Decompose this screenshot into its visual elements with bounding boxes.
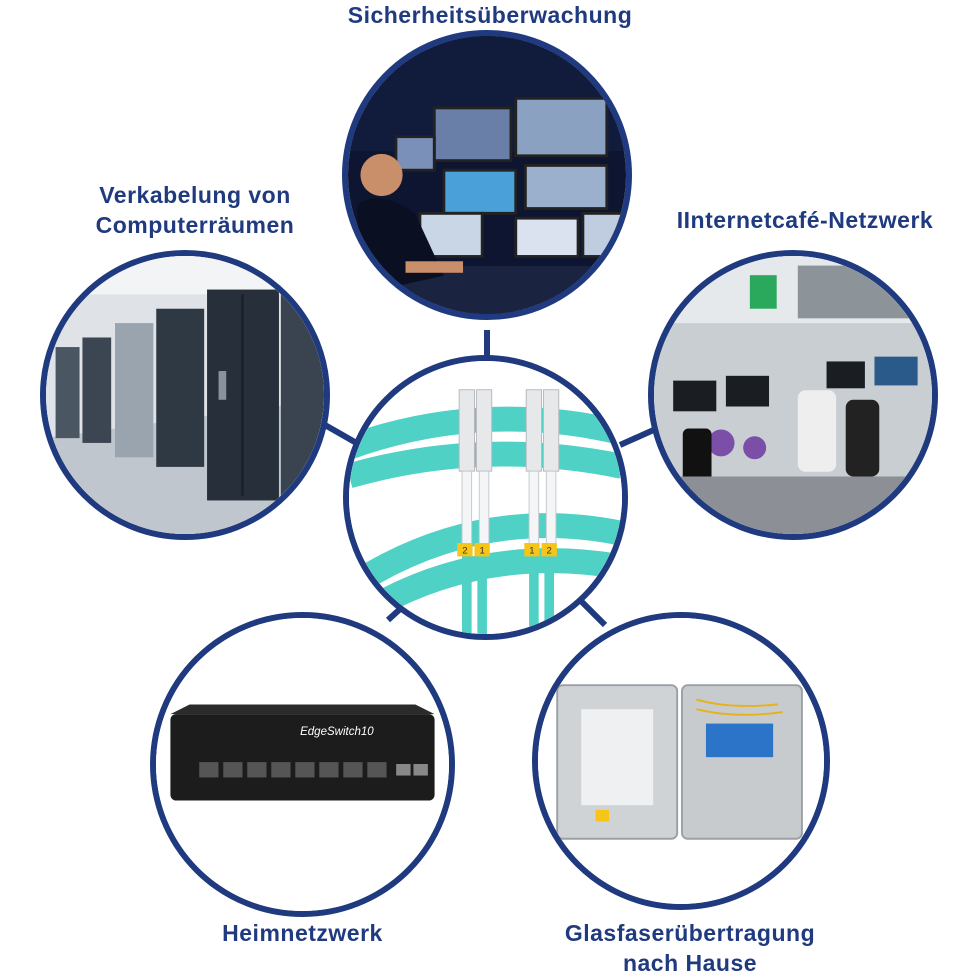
network-switch-image: EdgeSwitch10 (156, 618, 449, 911)
server-rack-image (46, 256, 324, 534)
label-home-network: Heimnetzwerk (222, 920, 383, 946)
label-surveillance: Sicherheitsüberwachung (347, 2, 633, 28)
switch-model-text: EdgeSwitch10 (300, 726, 374, 738)
cable-tag-2-right: 2 (547, 546, 552, 557)
cable-tag-1-right: 1 (529, 546, 534, 557)
gaming-cafe-image (654, 256, 932, 534)
image-fiber-home (532, 612, 830, 910)
image-fiber-cable: 2 1 1 2 (343, 355, 628, 640)
fiber-patch-cable-icon: 2 1 1 2 (349, 361, 622, 634)
image-surveillance (342, 30, 632, 320)
image-server-room (40, 250, 330, 540)
label-server-room: Verkabelung von Computerräumen (95, 182, 295, 238)
label-internet-cafe: IInternetcafé-Netzwerk (676, 207, 934, 233)
image-internet-cafe (648, 250, 938, 540)
fiber-distribution-box-image (538, 618, 824, 904)
cable-tag-1-left: 1 (479, 546, 484, 557)
cable-tag-2-left: 2 (462, 546, 467, 557)
image-home-network: EdgeSwitch10 (150, 612, 455, 917)
label-fiber-home: Glasfaserübertragung nach Hause (564, 920, 816, 976)
security-monitor-room-image (348, 36, 626, 314)
